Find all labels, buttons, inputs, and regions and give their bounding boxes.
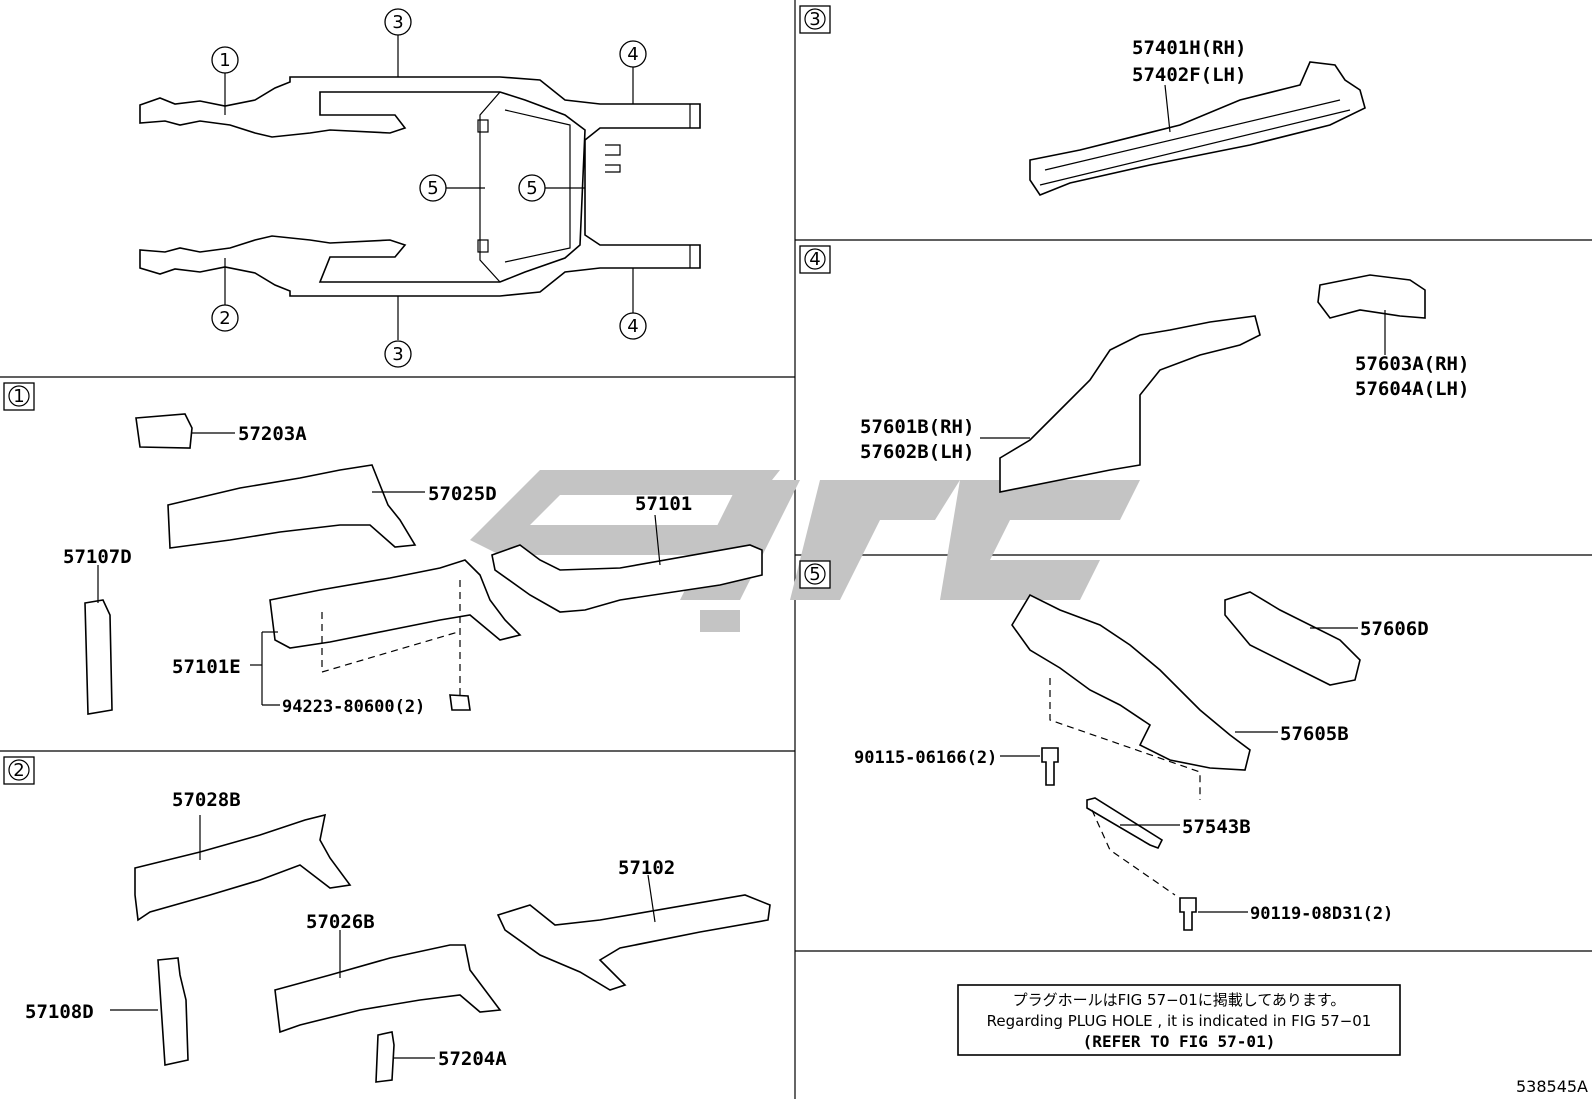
callout-4-bottom: 4	[619, 268, 647, 340]
svg-text:1: 1	[219, 50, 230, 71]
svg-text:57101: 57101	[635, 493, 692, 515]
callout-4-top: 4	[619, 40, 647, 104]
svg-text:90115-06166(2): 90115-06166(2)	[854, 748, 997, 768]
svg-text:57401H(RH): 57401H(RH)	[1132, 37, 1246, 59]
svg-text:4: 4	[627, 44, 638, 65]
svg-text:2: 2	[219, 308, 230, 329]
callout-5-right: 5	[518, 174, 585, 202]
svg-text:57028B: 57028B	[172, 789, 241, 811]
callout-5-left: 5	[419, 174, 485, 202]
svg-text:57402F(LH): 57402F(LH)	[1132, 64, 1246, 86]
overview-callouts: 1 2 3 3 4 4 5	[211, 8, 647, 368]
svg-text:(REFER TO FIG 57-01): (REFER TO FIG 57-01)	[1083, 1032, 1276, 1051]
svg-text:57601B(RH): 57601B(RH)	[860, 416, 974, 438]
overview-chassis	[139, 76, 701, 297]
note-box: プラグホールはFIG 57−01に掲載してあります。 Regarding PLU…	[957, 984, 1401, 1056]
svg-text:57605B: 57605B	[1280, 723, 1349, 745]
svg-text:57606D: 57606D	[1360, 618, 1429, 640]
svg-text:1: 1	[13, 386, 24, 407]
section-1: 1 57203A 57025D 57107D 57101 57101E 9422…	[3, 382, 763, 717]
svg-text:Regarding PLUG HOLE , it is: Regarding PLUG HOLE , it is indicated in…	[987, 1012, 1372, 1030]
callout-1: 1	[211, 46, 239, 115]
svg-text:3: 3	[392, 12, 403, 33]
svg-text:57102: 57102	[618, 857, 675, 879]
section-5: 5 57606D 57605B 90115-06166(2) 57543B 90…	[799, 560, 1429, 931]
section-4: 4 57603A(RH) 57604A(LH) 57601B(RH) 57602…	[799, 245, 1469, 493]
section-2: 2 57028B 57102 57026B 57108D 57204A	[3, 756, 771, 1083]
watermark-logo	[470, 470, 1140, 632]
svg-text:プラグホールはFIG 57−01に掲載してあります。: プラグホールはFIG 57−01に掲載してあります。	[1013, 991, 1346, 1009]
svg-text:3: 3	[392, 344, 403, 365]
svg-text:5: 5	[427, 178, 438, 199]
svg-text:90119-08D31(2): 90119-08D31(2)	[1250, 904, 1393, 924]
svg-text:4: 4	[809, 249, 820, 270]
svg-text:5: 5	[526, 178, 537, 199]
svg-text:94223-80600(2): 94223-80600(2)	[282, 697, 425, 717]
svg-text:57604A(LH): 57604A(LH)	[1355, 378, 1469, 400]
svg-text:57026B: 57026B	[306, 911, 375, 933]
svg-text:57543B: 57543B	[1182, 816, 1251, 838]
svg-text:57203A: 57203A	[238, 423, 307, 445]
callout-2: 2	[211, 258, 239, 332]
svg-text:57603A(RH): 57603A(RH)	[1355, 353, 1469, 375]
svg-text:57602B(LH): 57602B(LH)	[860, 441, 974, 463]
svg-text:2: 2	[13, 760, 24, 781]
svg-text:57025D: 57025D	[428, 483, 497, 505]
svg-text:4: 4	[627, 316, 638, 337]
svg-text:57108D: 57108D	[25, 1001, 94, 1023]
svg-text:57204A: 57204A	[438, 1048, 507, 1070]
section-3: 3 57401H(RH) 57402F(LH)	[799, 5, 1366, 196]
callout-3-bottom: 3	[384, 296, 412, 368]
svg-text:57101E: 57101E	[172, 656, 241, 678]
svg-text:57107D: 57107D	[63, 546, 132, 568]
svg-text:5: 5	[809, 564, 820, 585]
part-57203A-shape	[135, 413, 193, 449]
svg-text:3: 3	[809, 9, 820, 30]
diagram-code: 538545A	[1516, 1077, 1588, 1096]
callout-3-top: 3	[384, 8, 412, 77]
